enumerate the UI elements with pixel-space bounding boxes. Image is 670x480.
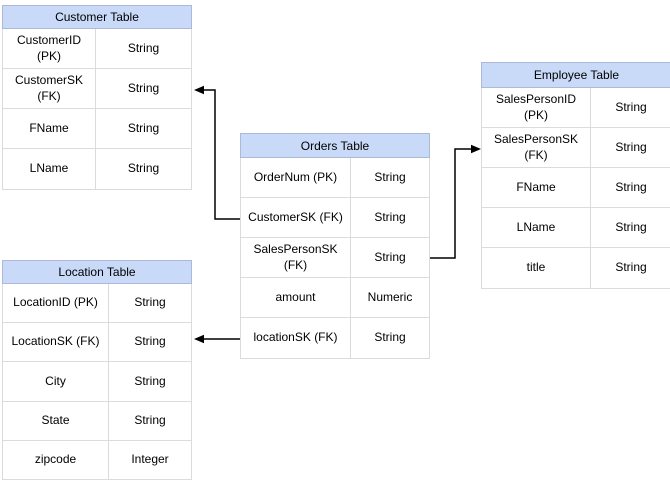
- arrowhead-icon: [194, 334, 204, 344]
- table-row: CustomerID (PK) String: [3, 29, 191, 69]
- employee-table-title: Employee Table: [481, 62, 670, 88]
- field-name-cell: SalesPersonID (PK): [482, 88, 591, 127]
- field-type-cell: String: [615, 139, 647, 154]
- field-type-cell: String: [127, 80, 160, 95]
- table-row: SalesPersonSK (FK) String: [482, 128, 670, 168]
- relationship-arrow-orders-to-customer[interactable]: [194, 85, 240, 220]
- table-row: FName String: [3, 109, 191, 149]
- field-name-cell: CustomerSK (FK): [3, 69, 96, 108]
- field-type-cell: String: [127, 120, 160, 135]
- location-table-title: Location Table: [2, 260, 192, 284]
- relationship-arrow-orders-to-location[interactable]: [194, 334, 240, 344]
- orders-table-title: Orders Table: [240, 133, 430, 158]
- table-row: FName String: [482, 168, 670, 208]
- field-name-cell: SalesPersonSK (FK): [482, 128, 591, 167]
- field-name-cell: SalesPersonSK (FK): [241, 238, 351, 277]
- field-name-cell: LocationSK (FK): [3, 323, 109, 362]
- orders-table[interactable]: Orders Table OrderNum (PK) String Custom…: [240, 133, 430, 359]
- field-name-cell: OrderNum (PK): [241, 158, 351, 197]
- arrowhead-icon: [471, 144, 481, 154]
- table-row: CustomerSK (FK) String: [241, 198, 429, 238]
- table-row: locationSK (FK) String: [241, 318, 429, 358]
- field-name-cell: zipcode: [3, 440, 109, 479]
- field-name-cell: locationSK (FK): [241, 318, 351, 358]
- field-name-cell: LName: [482, 208, 591, 247]
- field-type-cell: String: [374, 209, 406, 224]
- field-type-cell: String: [127, 161, 160, 176]
- arrowhead-icon: [194, 85, 204, 95]
- table-row: SalesPersonID (PK) String: [482, 88, 670, 128]
- field-name-cell: LocationID (PK): [3, 284, 109, 323]
- table-row: State String: [3, 401, 191, 441]
- field-name-cell: City: [3, 362, 109, 401]
- location-table[interactable]: Location Table LocationID (PK) String Lo…: [2, 260, 192, 480]
- customer-table-title: Customer Table: [2, 5, 192, 29]
- customer-table-body: CustomerID (PK) String CustomerSK (FK) S…: [2, 29, 192, 190]
- table-row: LocationID (PK) String: [3, 284, 191, 324]
- relationship-arrow-orders-to-employee[interactable]: [430, 144, 481, 259]
- field-type-cell: String: [615, 260, 647, 275]
- table-row: OrderNum (PK) String: [241, 158, 429, 198]
- table-row: title String: [482, 248, 670, 288]
- table-row: LocationSK (FK) String: [3, 323, 191, 363]
- field-type-cell: String: [134, 373, 166, 388]
- table-row: City String: [3, 362, 191, 402]
- table-row: LName String: [3, 149, 191, 189]
- relationship-line: [430, 148, 472, 259]
- field-type-cell: String: [615, 179, 647, 194]
- table-row: zipcode Integer: [3, 440, 191, 480]
- field-name-cell: CustomerID (PK): [3, 29, 96, 68]
- table-row: SalesPersonSK (FK) String: [241, 238, 429, 278]
- table-row: amount Numeric: [241, 278, 429, 318]
- field-type-cell: String: [374, 169, 406, 184]
- field-type-cell: String: [134, 334, 166, 349]
- field-name-cell: FName: [3, 109, 96, 148]
- field-type-cell: String: [127, 40, 160, 55]
- table-row: LName String: [482, 208, 670, 248]
- location-table-body: LocationID (PK) String LocationSK (FK) S…: [2, 284, 192, 480]
- employee-table-body: SalesPersonID (PK) String SalesPersonSK …: [481, 88, 670, 289]
- field-type-cell: String: [134, 412, 166, 427]
- field-name-cell: title: [482, 248, 591, 288]
- field-type-cell: String: [615, 219, 647, 234]
- field-type-cell: Numeric: [367, 289, 413, 304]
- table-row: CustomerSK (FK) String: [3, 69, 191, 109]
- orders-table-body: OrderNum (PK) String CustomerSK (FK) Str…: [240, 158, 430, 359]
- field-type-cell: Integer: [131, 452, 169, 467]
- field-name-cell: FName: [482, 168, 591, 207]
- relationship-line: [203, 89, 240, 220]
- field-name-cell: CustomerSK (FK): [241, 198, 351, 237]
- employee-table[interactable]: Employee Table SalesPersonID (PK) String…: [481, 62, 670, 289]
- field-name-cell: State: [3, 401, 109, 440]
- customer-table[interactable]: Customer Table CustomerID (PK) String Cu…: [2, 5, 192, 190]
- field-name-cell: amount: [241, 278, 351, 317]
- field-type-cell: String: [374, 330, 406, 345]
- field-name-cell: LName: [3, 149, 96, 189]
- field-type-cell: String: [134, 295, 166, 310]
- field-type-cell: String: [615, 99, 647, 114]
- field-type-cell: String: [374, 249, 406, 264]
